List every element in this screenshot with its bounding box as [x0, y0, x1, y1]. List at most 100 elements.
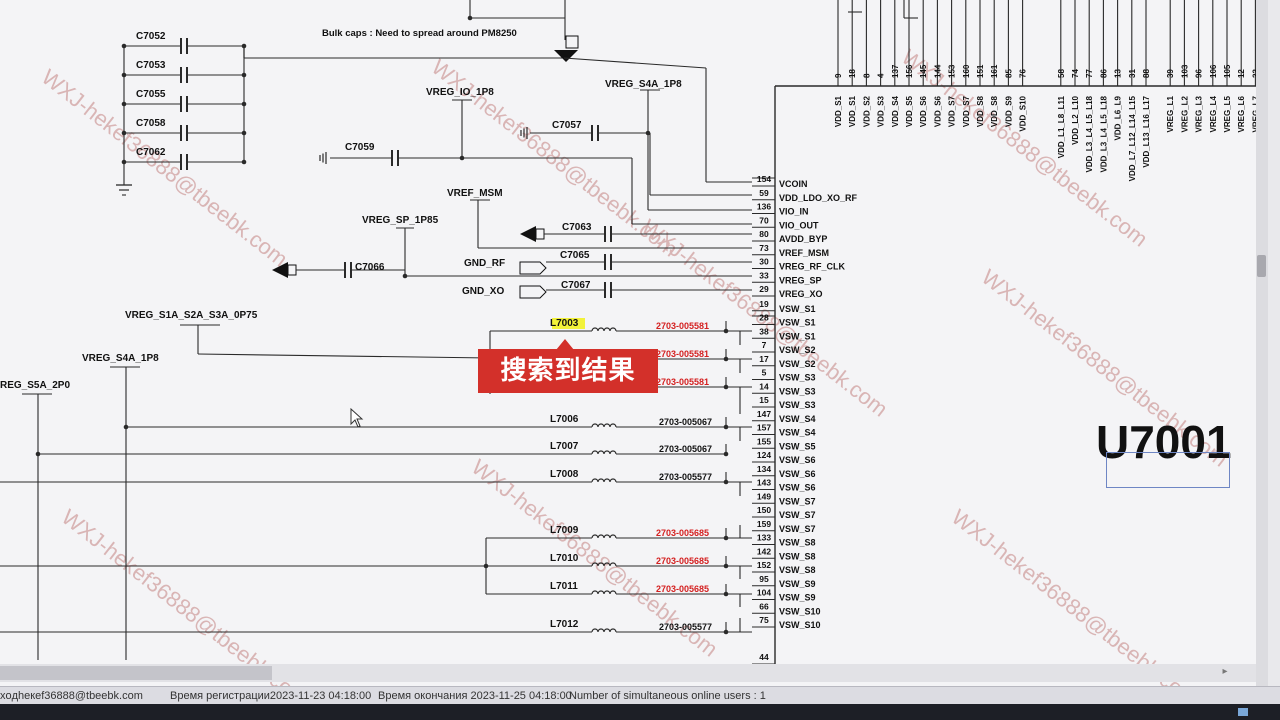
ic-top-pin-name: VDD_L3_L4_L5_L18 — [1099, 95, 1108, 172]
junction-dot — [241, 72, 247, 78]
ic-pin-name: VSW_S2 — [779, 359, 816, 369]
vertical-scrollbar[interactable] — [1256, 0, 1268, 686]
inductor-l7007 — [597, 450, 605, 455]
inductor-part-number: 2703-005685 — [656, 584, 709, 594]
ic-pin-number: 44 — [759, 652, 769, 662]
ic-pin-name: VDD_LDO_XO_RF — [779, 193, 858, 203]
ic-top-pin-number: 145 — [919, 64, 928, 78]
junction-dot — [645, 130, 651, 136]
inductor-l7009 — [597, 534, 605, 539]
inductor-l7006 — [597, 423, 605, 428]
search-result-tip: 搜索到结果 — [478, 349, 658, 393]
junction-dot — [123, 424, 129, 430]
ic-pin-name: VSW_S8 — [779, 565, 816, 575]
ic-pin-number: 38 — [759, 326, 769, 336]
ic-pin-number: 14 — [759, 381, 769, 391]
cap-label: C7067 — [561, 280, 591, 291]
ic-top-pin-number: 88 — [1142, 69, 1151, 78]
ic-top-pin-number: 103 — [1180, 64, 1189, 78]
wire — [197, 353, 491, 359]
inductor-l7012 — [603, 628, 611, 633]
net-label: VREG_IO_1P8 — [426, 87, 494, 98]
inductor-l7007 — [609, 450, 617, 455]
ic-top-pin-name: VDD_L3_L4_L5_L18 — [1085, 95, 1094, 172]
ic-top-pin-number: 106 — [1209, 64, 1218, 78]
ic-pin-name: VSW_S9 — [779, 593, 816, 603]
offpage-connector-icon — [272, 262, 288, 278]
ic-top-pin-number: 39 — [1166, 69, 1175, 78]
ic-pin-number: 75 — [759, 615, 769, 625]
cap-label: C7065 — [560, 250, 590, 261]
inductor-l7003 — [609, 327, 617, 332]
inductor-l7008 — [591, 478, 599, 483]
inductor-ref: L7011 — [550, 581, 578, 592]
inductor-l7009 — [591, 534, 599, 539]
inductor-part-number: 2703-005685 — [656, 556, 709, 566]
ic-top-pin-name: VDD_S7 — [948, 95, 957, 127]
net-label: VREG_S4A_1P8 — [82, 353, 159, 364]
inductor-ref: L7007 — [550, 441, 579, 452]
ic-top-pin-number: 12 — [1237, 69, 1246, 78]
ic-pin-name: VSW_S6 — [779, 455, 816, 465]
inductor-l7011 — [597, 590, 605, 595]
watermark-text: WXJ-hekef36888@tbeebk.com — [947, 504, 1203, 686]
vertical-scroll-thumb[interactable] — [1257, 255, 1266, 277]
inductor-l7007 — [603, 450, 611, 455]
net-label: VREF_MSM — [447, 188, 503, 199]
ic-pin-name: VSW_S9 — [779, 579, 816, 589]
junction-dot — [723, 451, 729, 457]
ic-pin-name: VIO_IN — [779, 207, 809, 217]
ic-pin-number: 157 — [757, 423, 771, 433]
ic-pin-number: 149 — [757, 491, 771, 501]
status-online-users: Number of simultaneous online users : 1 — [569, 690, 766, 702]
junction-dot — [121, 159, 127, 165]
junction-dot — [121, 101, 127, 107]
ic-pin-number: 5 — [762, 368, 767, 378]
ic-pin-name: VSW_S8 — [779, 538, 816, 548]
horizontal-scrollbar[interactable] — [0, 664, 1256, 682]
horizontal-scroll-thumb[interactable] — [0, 666, 272, 680]
inductor-l7011 — [609, 590, 617, 595]
ic-pin-name: VSW_S5 — [779, 441, 816, 451]
ic-pin-number: 33 — [759, 270, 769, 280]
inductor-l7006 — [609, 423, 617, 428]
wire — [563, 57, 707, 69]
scroll-right-arrow-icon[interactable]: ▸ — [1222, 666, 1228, 677]
inductor-l7003 — [597, 327, 605, 332]
net-label: VREG_S4A_1P8 — [605, 79, 682, 90]
ic-pin-number: 142 — [757, 546, 771, 556]
ic-pin-number: 7 — [762, 340, 767, 350]
ic-pin-number: 95 — [759, 574, 769, 584]
junction-dot — [241, 159, 247, 165]
ic-top-pin-name: VDD_S1 — [848, 95, 857, 127]
ic-top-pin-name: VDD_L7_L12_L14_L15 — [1128, 95, 1137, 181]
ic-top-pin-number: 144 — [933, 64, 942, 78]
inductor-l7012 — [591, 628, 599, 633]
ic-pin-number: 133 — [757, 533, 771, 543]
inductor-ref: L7006 — [550, 414, 579, 425]
ic-top-pin-name: VDD_L13_L16_L17 — [1142, 95, 1151, 167]
ic-pin-name: VSW_S1 — [779, 304, 816, 314]
ic-pin-name: VSW_S7 — [779, 496, 816, 506]
windows-start-icon[interactable] — [1238, 708, 1248, 716]
ic-top-pin-name: VDD_L1_L8_L11 — [1057, 95, 1066, 158]
net-label: GND_XO — [462, 286, 504, 297]
ic-pin-number: 136 — [757, 202, 771, 212]
inductor-l7009 — [603, 534, 611, 539]
cap-label: C7052 — [136, 31, 166, 42]
inductor-ref: L7008 — [550, 469, 579, 480]
offpage-connector-icon — [565, 35, 579, 49]
cap-label: C7057 — [552, 120, 582, 131]
offpage-connector-icon — [554, 50, 578, 62]
cap-label: C7066 — [355, 262, 385, 273]
ic-top-pin-number: 85 — [1004, 69, 1013, 78]
junction-dot — [483, 563, 489, 569]
ic-pin-name: VREG_XO — [779, 289, 823, 299]
ic-pin-name: VSW_S10 — [779, 606, 821, 616]
inductor-part-number: 2703-005067 — [659, 444, 712, 454]
gnd-xo-connector-icon — [519, 285, 547, 299]
net-label: GND_RF — [464, 258, 505, 269]
inductor-l7011 — [603, 590, 611, 595]
inductor-part-number: 2703-005577 — [659, 472, 712, 482]
